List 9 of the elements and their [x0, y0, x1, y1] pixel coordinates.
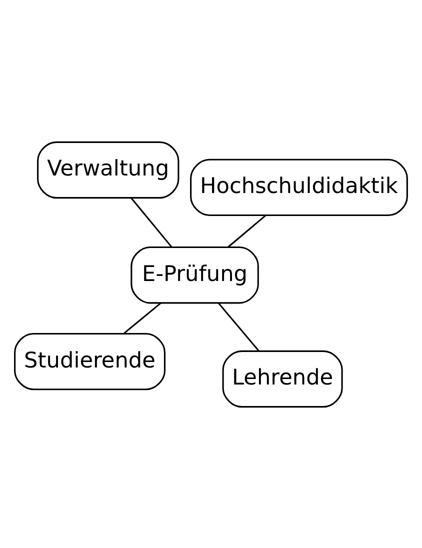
connector [130, 197, 172, 247]
node-box: Studierende [14, 332, 166, 390]
node-box: Hochschuldidaktik [190, 158, 408, 216]
connector [218, 302, 260, 352]
node-box: Lehrende [222, 350, 343, 408]
node-box: E-Prüfung [130, 246, 259, 304]
connector [228, 214, 266, 247]
connector [124, 302, 162, 334]
node-box: Verwaltung [37, 140, 180, 198]
